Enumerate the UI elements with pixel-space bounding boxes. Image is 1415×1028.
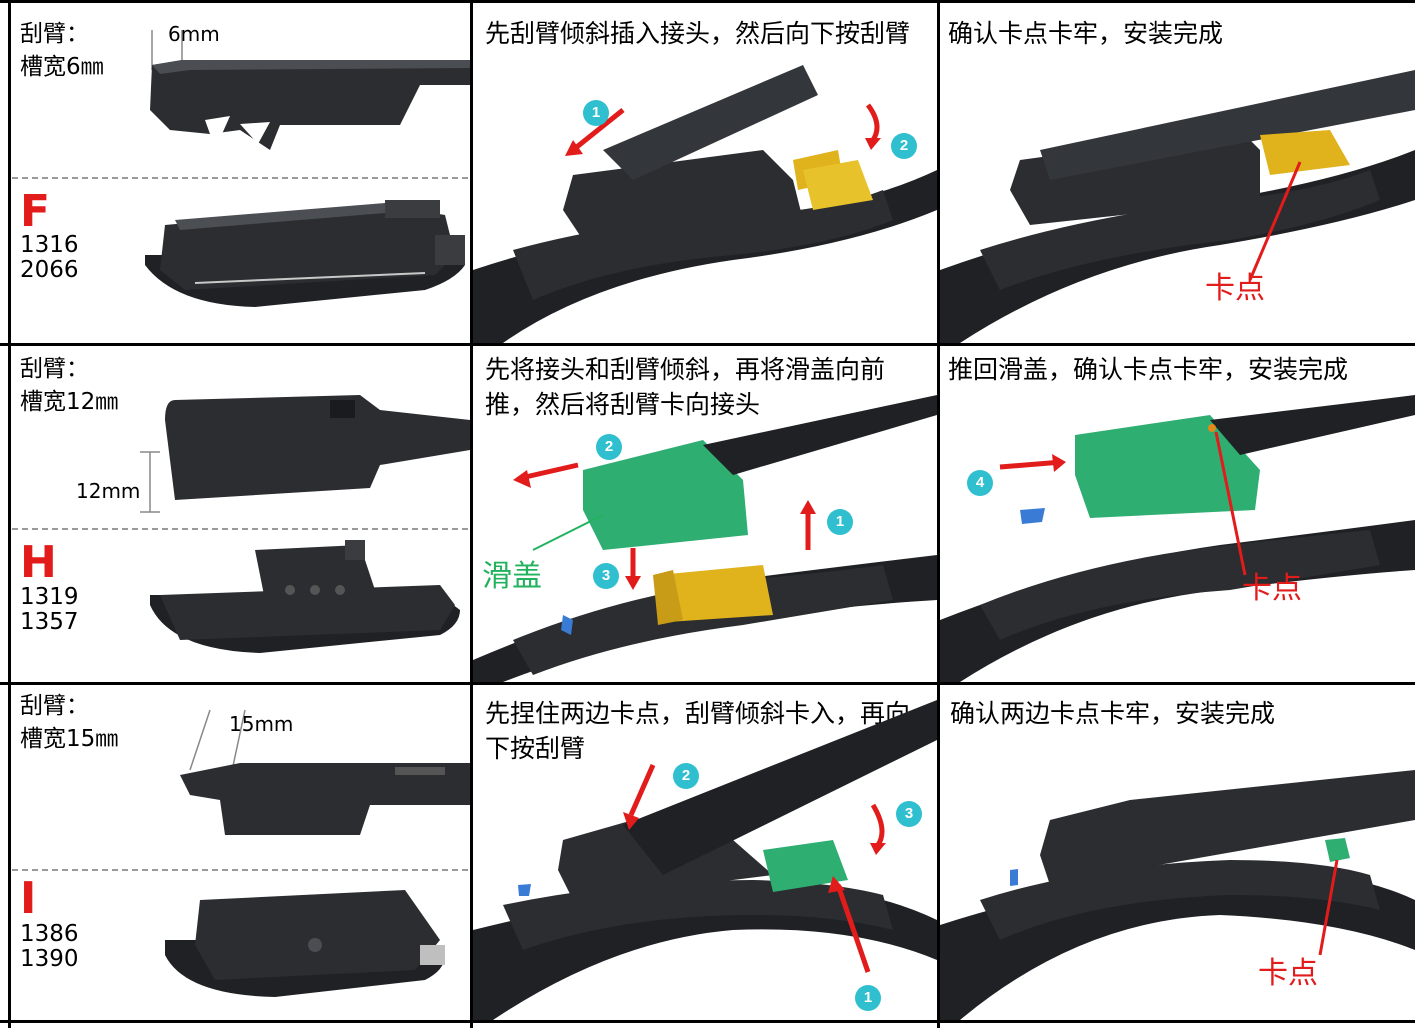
step-instruction: 推回滑盖，确认卡点卡牢，安装完成 bbox=[948, 355, 1349, 384]
step-instruction: 确认两边卡点卡牢，安装完成 bbox=[950, 699, 1276, 728]
wiper-arm-image bbox=[140, 395, 470, 513]
step-marker: 2 bbox=[673, 763, 699, 789]
step-instruction: 先将接头和刮臂倾斜，再将滑盖向前推，然后将刮臂卡向接头 bbox=[485, 355, 886, 419]
arm-spec-label: 刮臂： 槽宽15㎜ bbox=[20, 693, 119, 752]
step-instruction: 先刮臂倾斜插入接头，然后向下按刮臂 bbox=[485, 19, 911, 48]
slide-cover-label: 滑盖 bbox=[482, 559, 542, 594]
grid-line-col1 bbox=[470, 0, 473, 1028]
latch-point-label: 卡点 bbox=[1205, 271, 1265, 306]
step-marker: 2 bbox=[891, 133, 917, 159]
step-illustration bbox=[940, 770, 1415, 1020]
step-marker: 4 bbox=[967, 470, 993, 496]
step-marker: 1 bbox=[855, 985, 881, 1011]
wiper-arm-image bbox=[180, 709, 470, 835]
adapter-letter: F bbox=[20, 186, 51, 237]
grid-line-row2 bbox=[0, 682, 1415, 685]
grid-line-left bbox=[8, 0, 11, 1028]
step-instruction: 确认卡点卡牢，安装完成 bbox=[948, 19, 1224, 48]
grid-line-top bbox=[0, 0, 1415, 3]
step-marker: 2 bbox=[596, 434, 622, 460]
wiper-arm-image bbox=[150, 30, 470, 150]
latch-point-label: 卡点 bbox=[1242, 571, 1302, 606]
step-marker: 3 bbox=[896, 801, 922, 827]
dashed-separator bbox=[12, 869, 468, 871]
slot-width-measure: 15mm bbox=[229, 712, 294, 736]
step-illustration bbox=[473, 65, 937, 343]
adapter-codes: 1386 1390 bbox=[20, 921, 79, 972]
arm-spec-label: 刮臂： 槽宽6㎜ bbox=[20, 21, 104, 80]
grid-line-col2 bbox=[937, 0, 940, 1028]
slot-width-measure: 6mm bbox=[168, 22, 220, 46]
dashed-separator bbox=[12, 528, 468, 530]
slot-width-measure: 12mm bbox=[76, 479, 141, 503]
adapter-codes: 1316 2066 bbox=[20, 232, 79, 283]
blade-adapter-image bbox=[145, 200, 465, 307]
dashed-separator bbox=[12, 177, 468, 179]
blade-adapter-image bbox=[165, 890, 445, 997]
step-marker: 1 bbox=[827, 509, 853, 535]
step-marker: 1 bbox=[583, 100, 609, 126]
blade-adapter-image bbox=[150, 540, 460, 653]
grid-line-bottom bbox=[0, 1020, 1415, 1023]
adapter-codes: 1319 1357 bbox=[20, 584, 79, 635]
arm-spec-label: 刮臂： 槽宽12㎜ bbox=[20, 356, 119, 415]
adapter-letter: I bbox=[20, 873, 37, 924]
step-illustration bbox=[940, 395, 1415, 682]
step-instruction: 先捏住两边卡点，刮臂倾斜卡入，再向下按刮臂 bbox=[485, 699, 911, 763]
latch-point-label: 卡点 bbox=[1258, 956, 1318, 991]
step-illustration bbox=[473, 395, 937, 682]
step-marker: 3 bbox=[593, 563, 619, 589]
step-illustration bbox=[473, 700, 937, 1020]
grid-line-row1 bbox=[0, 343, 1415, 346]
step-illustration bbox=[940, 70, 1415, 343]
adapter-letter: H bbox=[20, 537, 57, 588]
